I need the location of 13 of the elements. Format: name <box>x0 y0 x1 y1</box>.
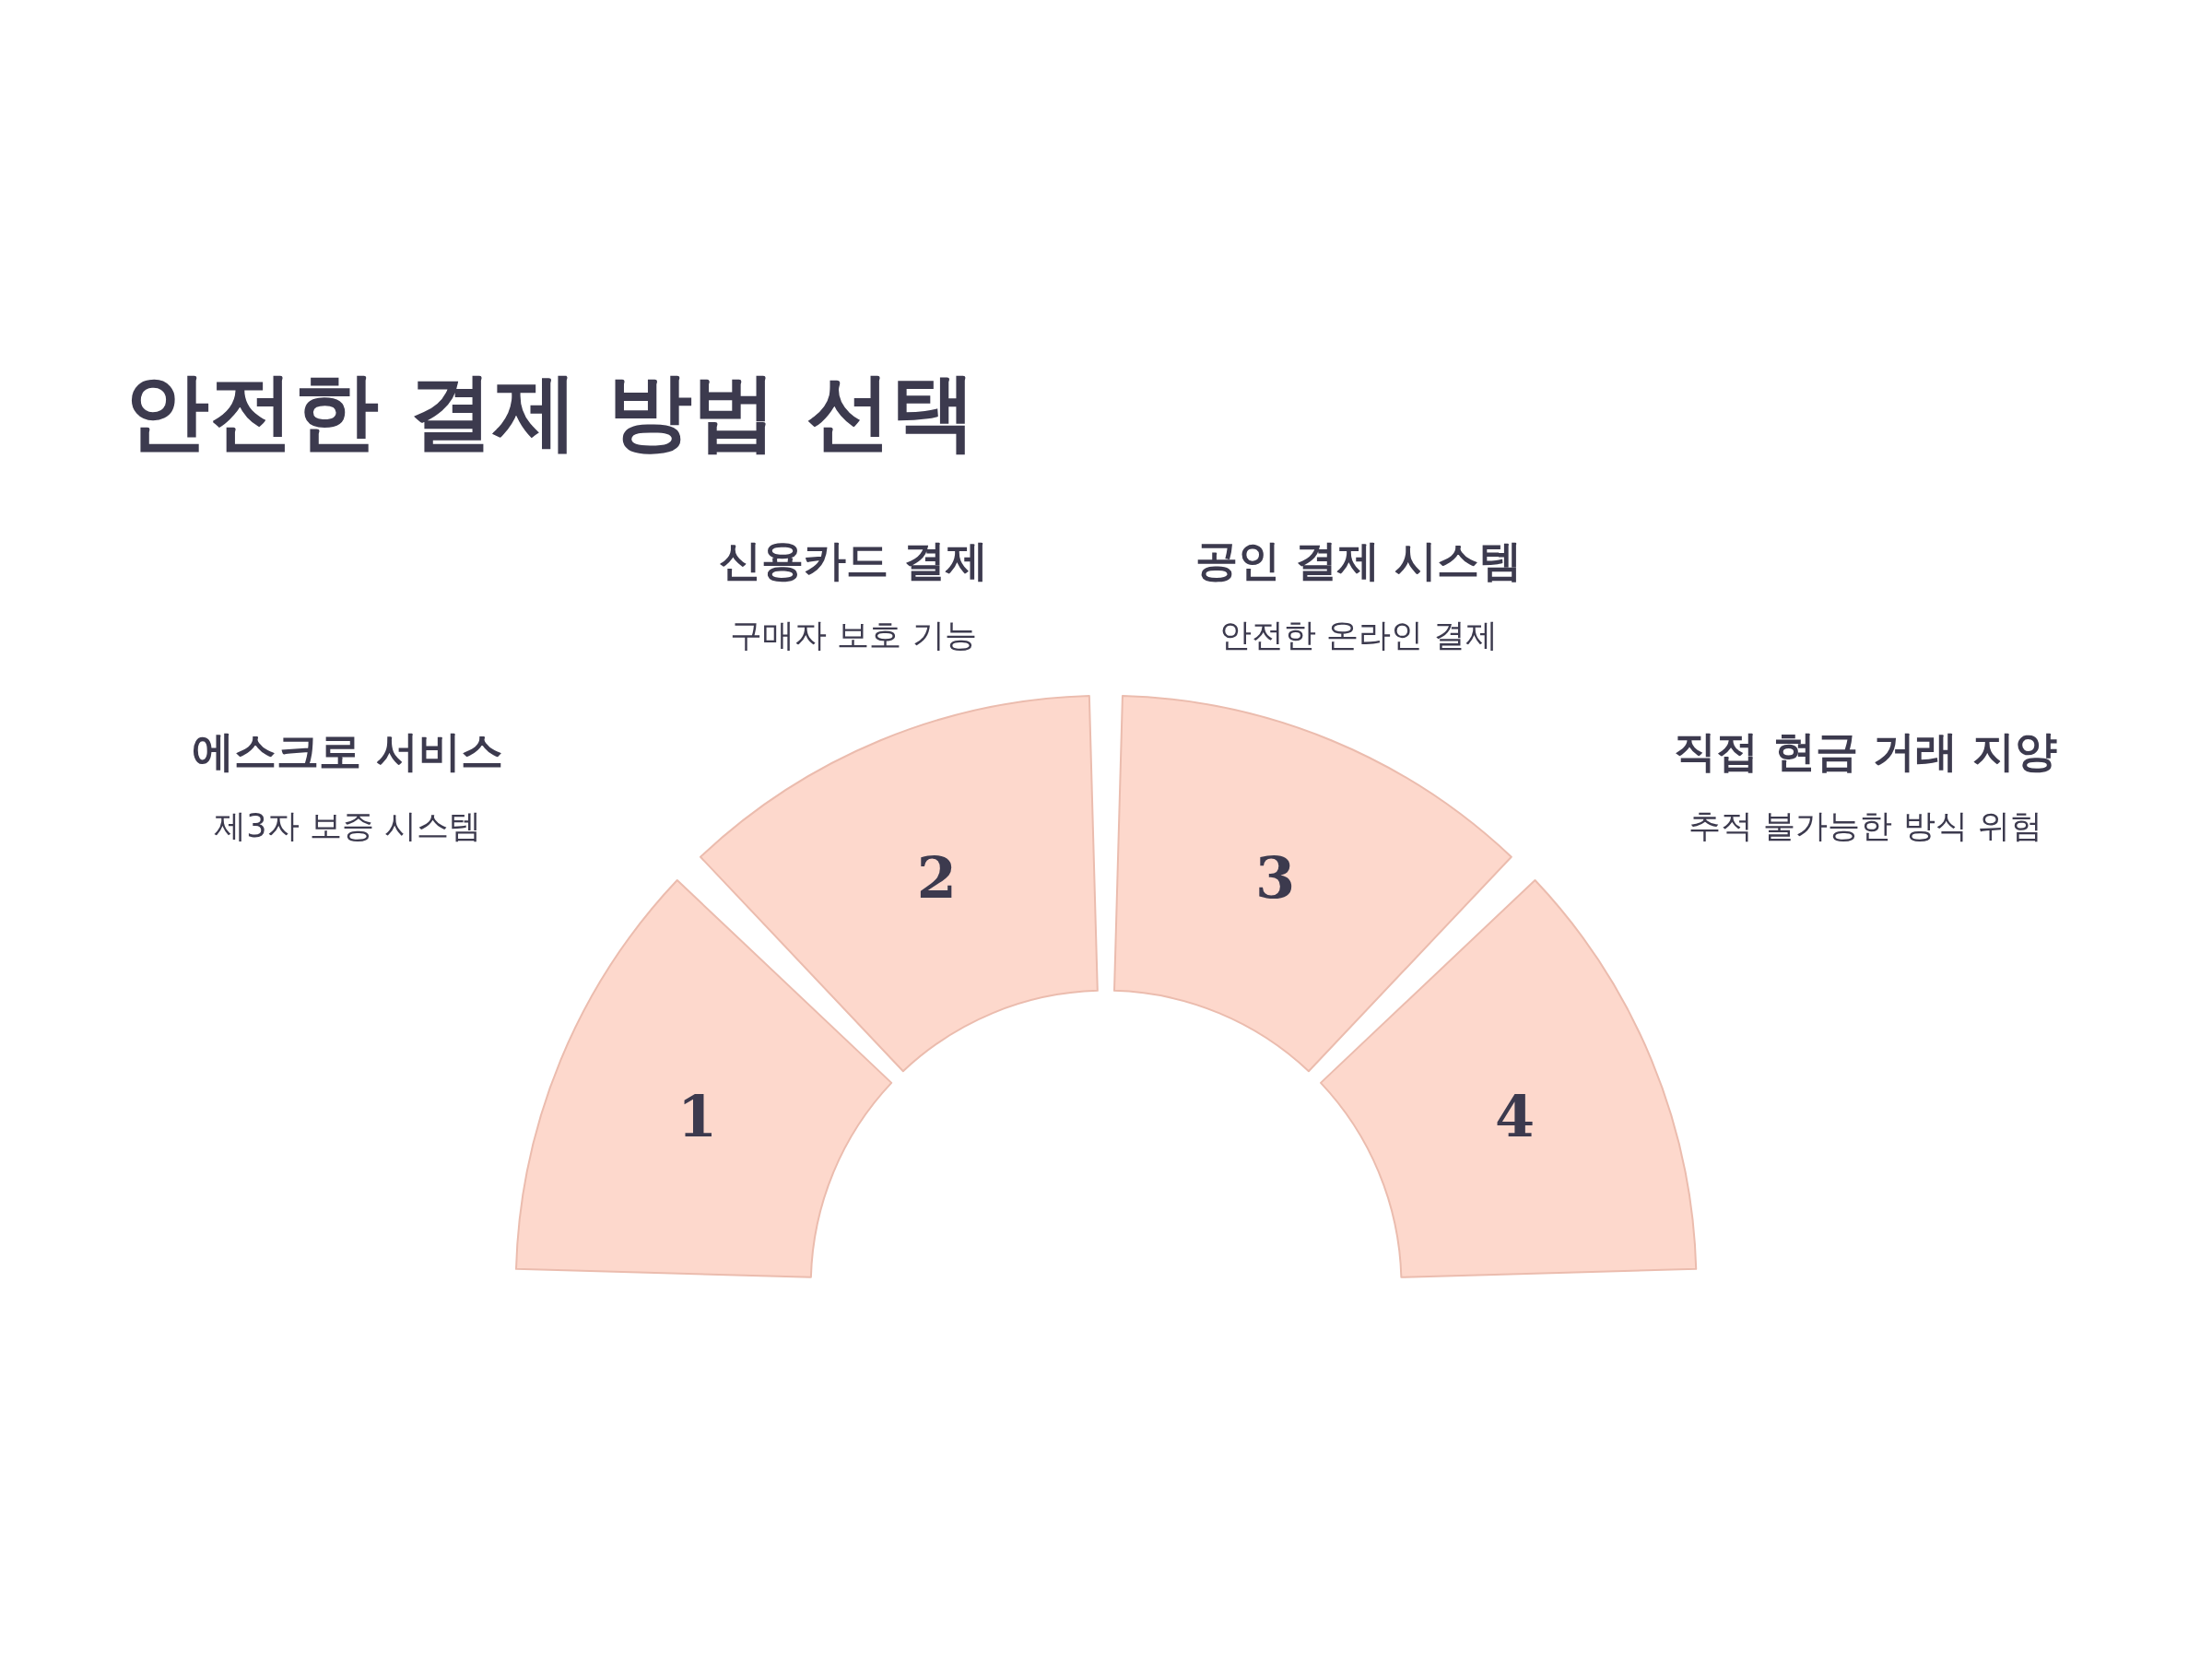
description: 구매자 보호 기능 <box>730 616 977 655</box>
description: 추적 불가능한 방식 위험 <box>1688 806 2042 846</box>
description: 안전한 온라인 결제 <box>1218 616 1499 655</box>
heading: 직접 현금 거래 지양 <box>1674 725 2057 778</box>
heading: 공인 결제 시스템 <box>1195 535 1522 587</box>
step-number: 3 <box>1255 843 1296 911</box>
heading: 에스크로 서비스 <box>192 725 503 778</box>
description: 제3자 보증 시스템 <box>214 806 481 846</box>
step-number: 1 <box>677 1082 718 1150</box>
step-number: 2 <box>916 843 957 911</box>
title: 안전한 결제 방법 선택 <box>124 361 977 463</box>
step-number: 4 <box>1494 1082 1535 1150</box>
heading: 신용카드 결제 <box>719 535 988 587</box>
